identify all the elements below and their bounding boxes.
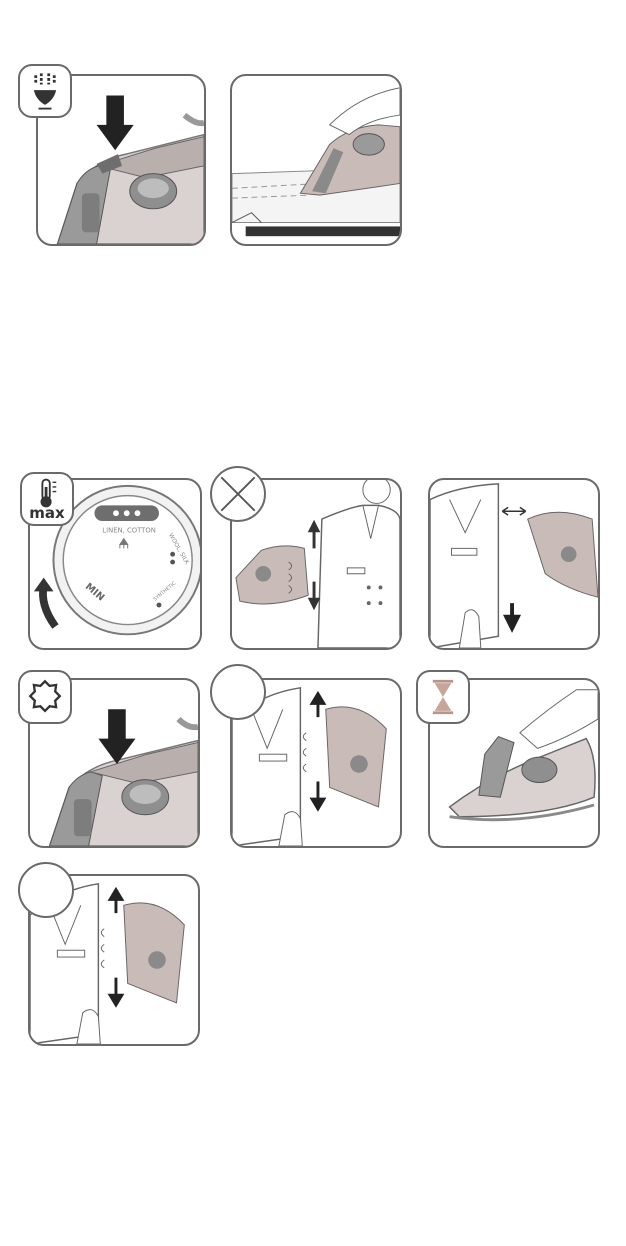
anticalc-badge <box>18 670 72 724</box>
steam-burst-icon <box>20 66 70 116</box>
cross-icon <box>212 468 264 520</box>
dial-top-label: LINEN, COTTON <box>102 527 156 535</box>
hourglass-icon <box>418 672 468 722</box>
max-label: max <box>22 504 72 522</box>
step-number-badge-1 <box>210 664 266 720</box>
step-hang-garment-panel <box>428 478 600 650</box>
max-temperature-badge: max <box>20 472 74 526</box>
prohibited-badge <box>210 466 266 522</box>
hanging-jacket-illustration <box>430 480 598 648</box>
step-number-badge-2 <box>18 862 74 918</box>
anticalc-icon <box>20 672 70 722</box>
iron-on-fabric-illustration <box>232 76 400 244</box>
steam-burst-icon-badge <box>18 64 72 118</box>
step-vertical-steam-panel <box>230 74 402 246</box>
hourglass-badge <box>416 670 470 724</box>
